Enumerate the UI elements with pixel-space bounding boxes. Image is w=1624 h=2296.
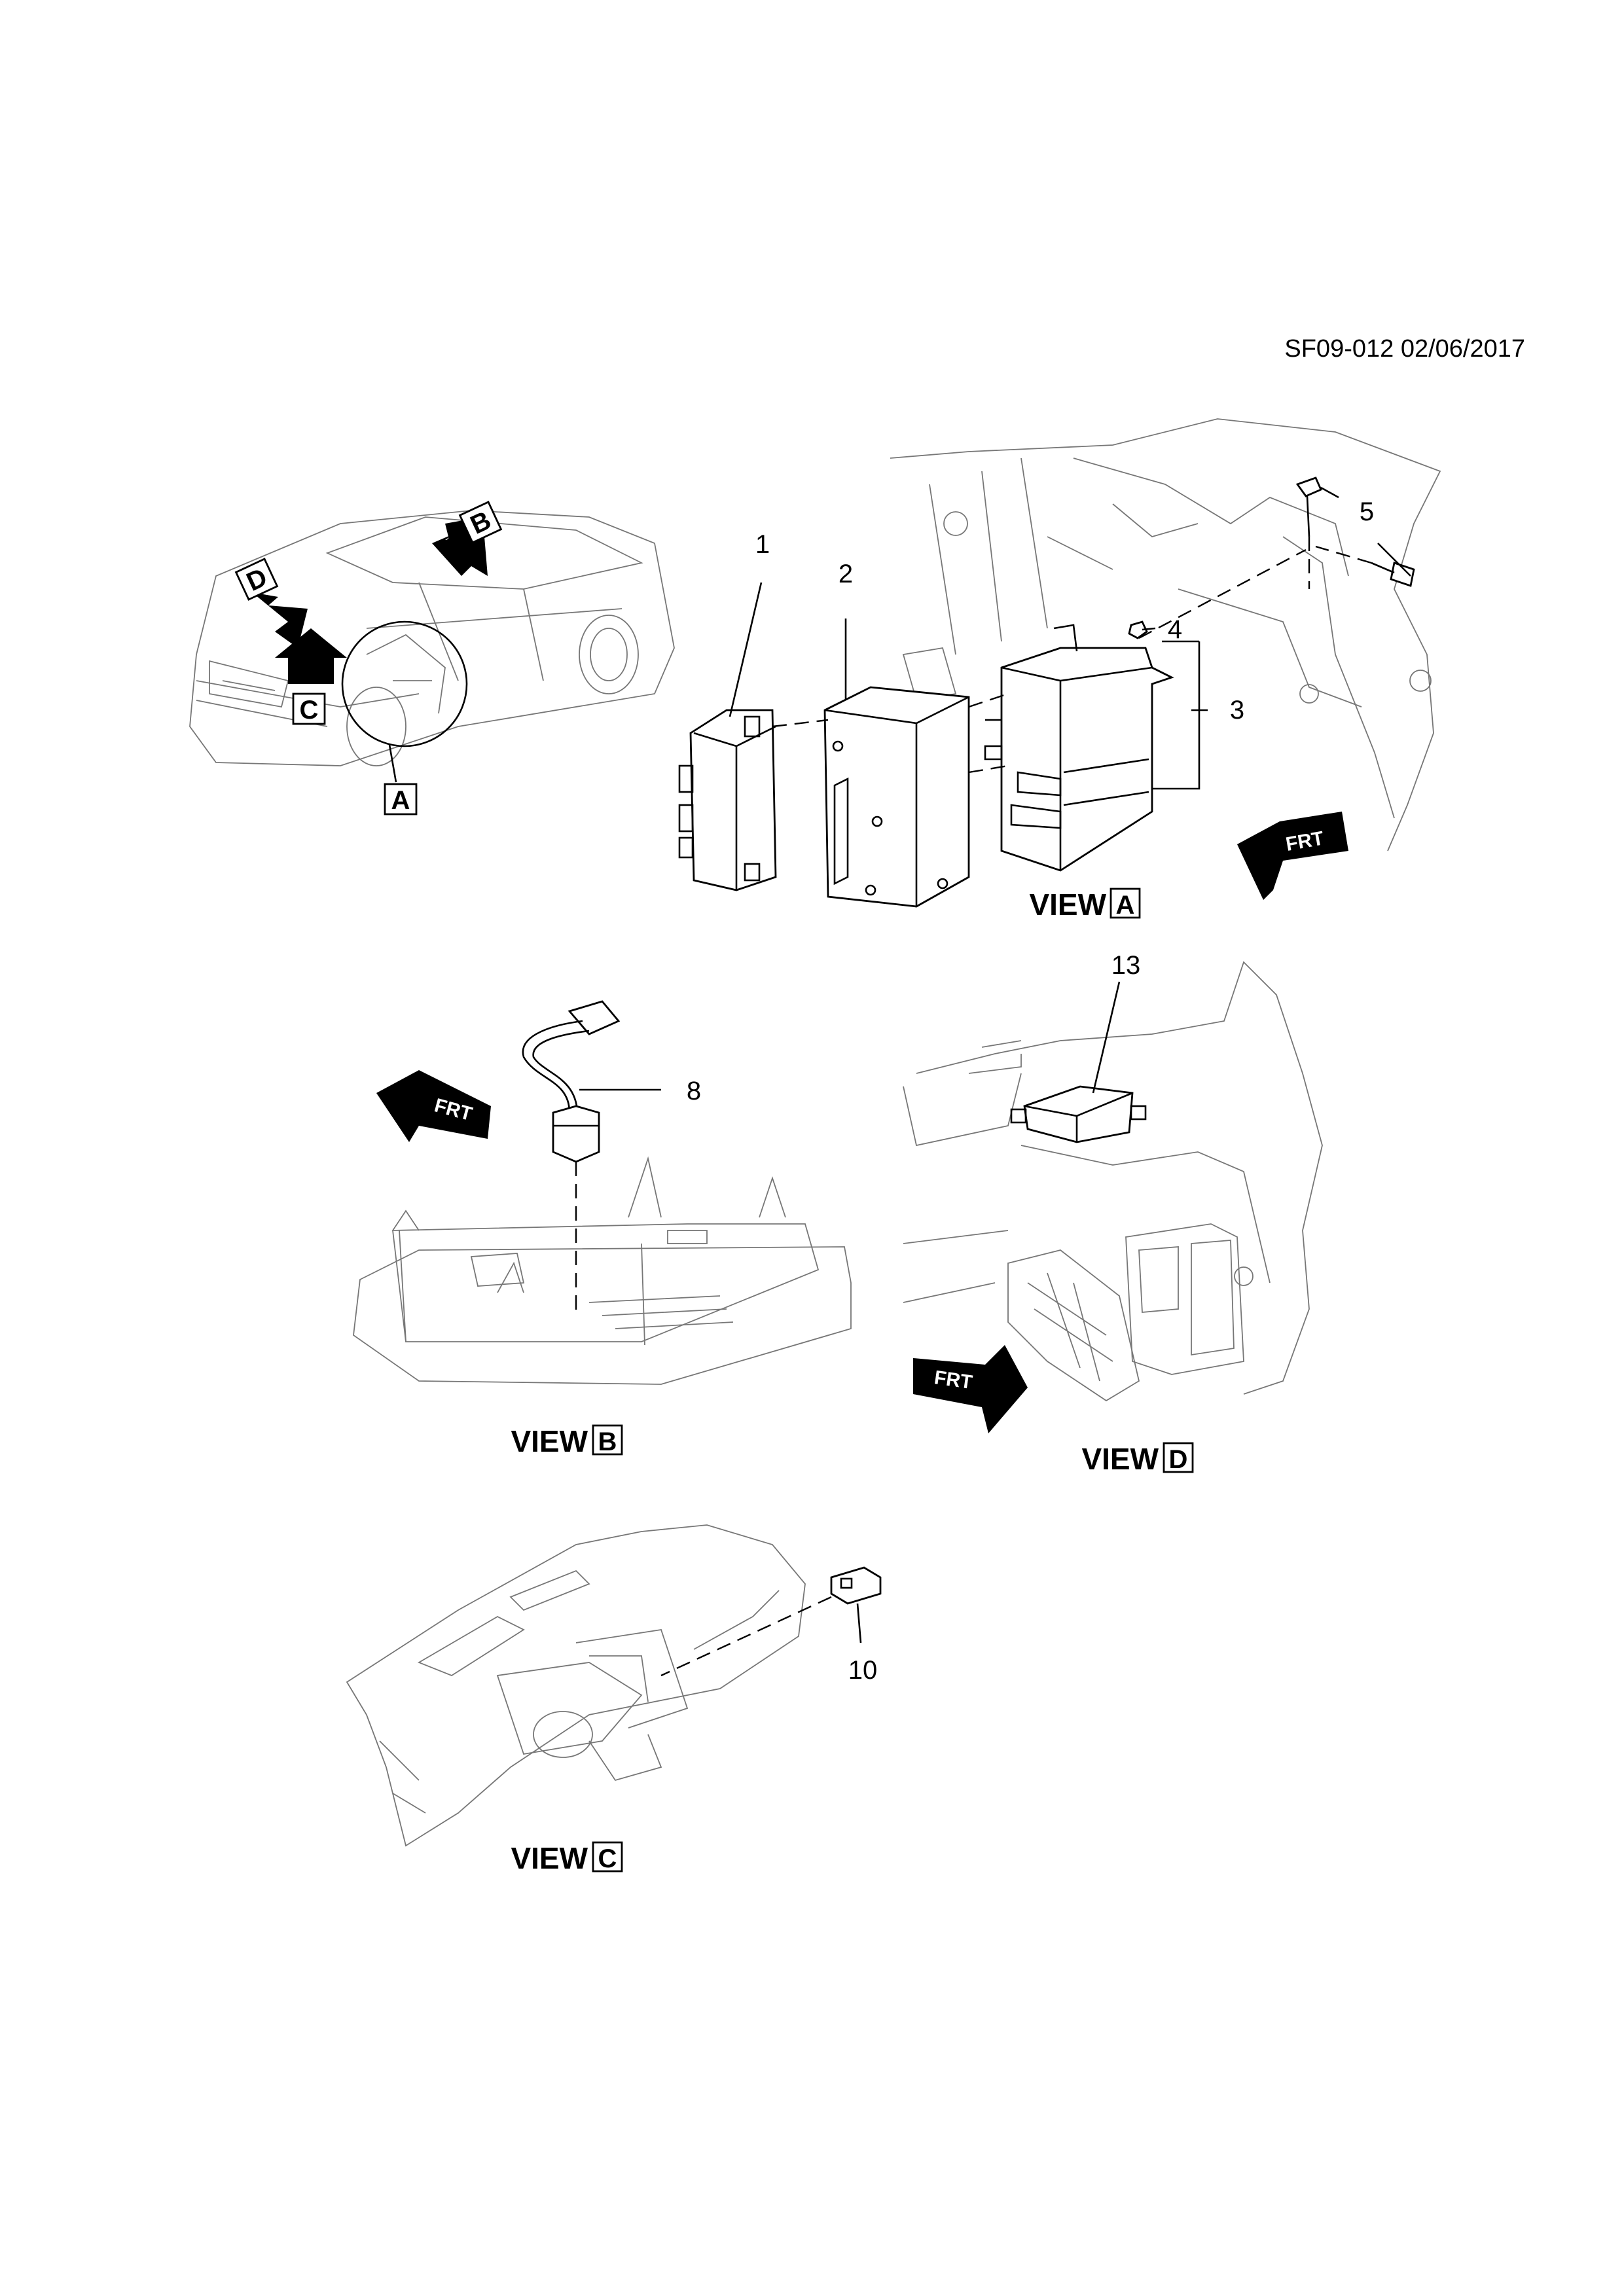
svg-text:VIEW: VIEW bbox=[1081, 1442, 1159, 1476]
view-direction-arrow-icon bbox=[252, 592, 308, 648]
part-3-bracket bbox=[984, 624, 1174, 872]
view-a-assembly bbox=[678, 418, 1441, 908]
svg-text:VIEW: VIEW bbox=[511, 1841, 588, 1875]
svg-text:D: D bbox=[1169, 1445, 1188, 1474]
vehicle-overview bbox=[189, 510, 675, 783]
callout-5: 5 bbox=[1360, 497, 1374, 526]
view-b-assembly bbox=[353, 1000, 852, 1385]
part-13-module bbox=[1010, 1085, 1147, 1143]
callout-8: 8 bbox=[687, 1077, 701, 1105]
part-5-bolts bbox=[1295, 476, 1415, 587]
callout-1: 1 bbox=[755, 530, 770, 559]
view-letter-d-box: D bbox=[234, 558, 279, 601]
view-direction-arrow-icon bbox=[275, 628, 347, 684]
view-b-label: VIEW B bbox=[511, 1424, 623, 1458]
part-4-nut bbox=[1128, 620, 1148, 639]
svg-text:C: C bbox=[598, 1844, 617, 1873]
view-d-assembly bbox=[903, 961, 1323, 1402]
view-a-label: VIEW A bbox=[1029, 888, 1141, 922]
svg-text:A: A bbox=[391, 786, 410, 815]
front-direction-arrow-icon: FRT bbox=[376, 1070, 491, 1142]
callout-13: 13 bbox=[1111, 951, 1141, 980]
view-c-label: VIEW C bbox=[511, 1841, 623, 1875]
svg-text:C: C bbox=[300, 696, 319, 725]
detail-circle-a bbox=[341, 620, 468, 747]
view-letter-b-box: B bbox=[458, 501, 503, 544]
svg-text:VIEW: VIEW bbox=[1029, 888, 1106, 922]
view-letter-c-box: C bbox=[292, 692, 326, 725]
view-d-label: VIEW D bbox=[1081, 1442, 1194, 1476]
part-10-sensor bbox=[830, 1566, 882, 1605]
svg-text:A: A bbox=[1116, 891, 1135, 920]
callout-3: 3 bbox=[1230, 696, 1244, 725]
callout-4: 4 bbox=[1168, 615, 1182, 644]
callout-2: 2 bbox=[839, 560, 853, 588]
diagram-reference: SF09-012 02/06/2017 bbox=[1284, 335, 1525, 363]
part-8-harness bbox=[522, 1000, 621, 1163]
view-c-assembly bbox=[346, 1524, 882, 1847]
svg-text:FRT: FRT bbox=[933, 1367, 973, 1393]
front-direction-arrow-icon: FRT bbox=[1237, 812, 1348, 900]
svg-text:VIEW: VIEW bbox=[511, 1424, 588, 1458]
callout-10: 10 bbox=[848, 1656, 878, 1685]
part-2-module bbox=[823, 686, 970, 908]
part-1-module bbox=[678, 709, 777, 891]
svg-text:B: B bbox=[598, 1427, 617, 1456]
front-direction-arrow-icon: FRT bbox=[913, 1345, 1028, 1433]
view-letter-a-box: A bbox=[384, 783, 418, 816]
